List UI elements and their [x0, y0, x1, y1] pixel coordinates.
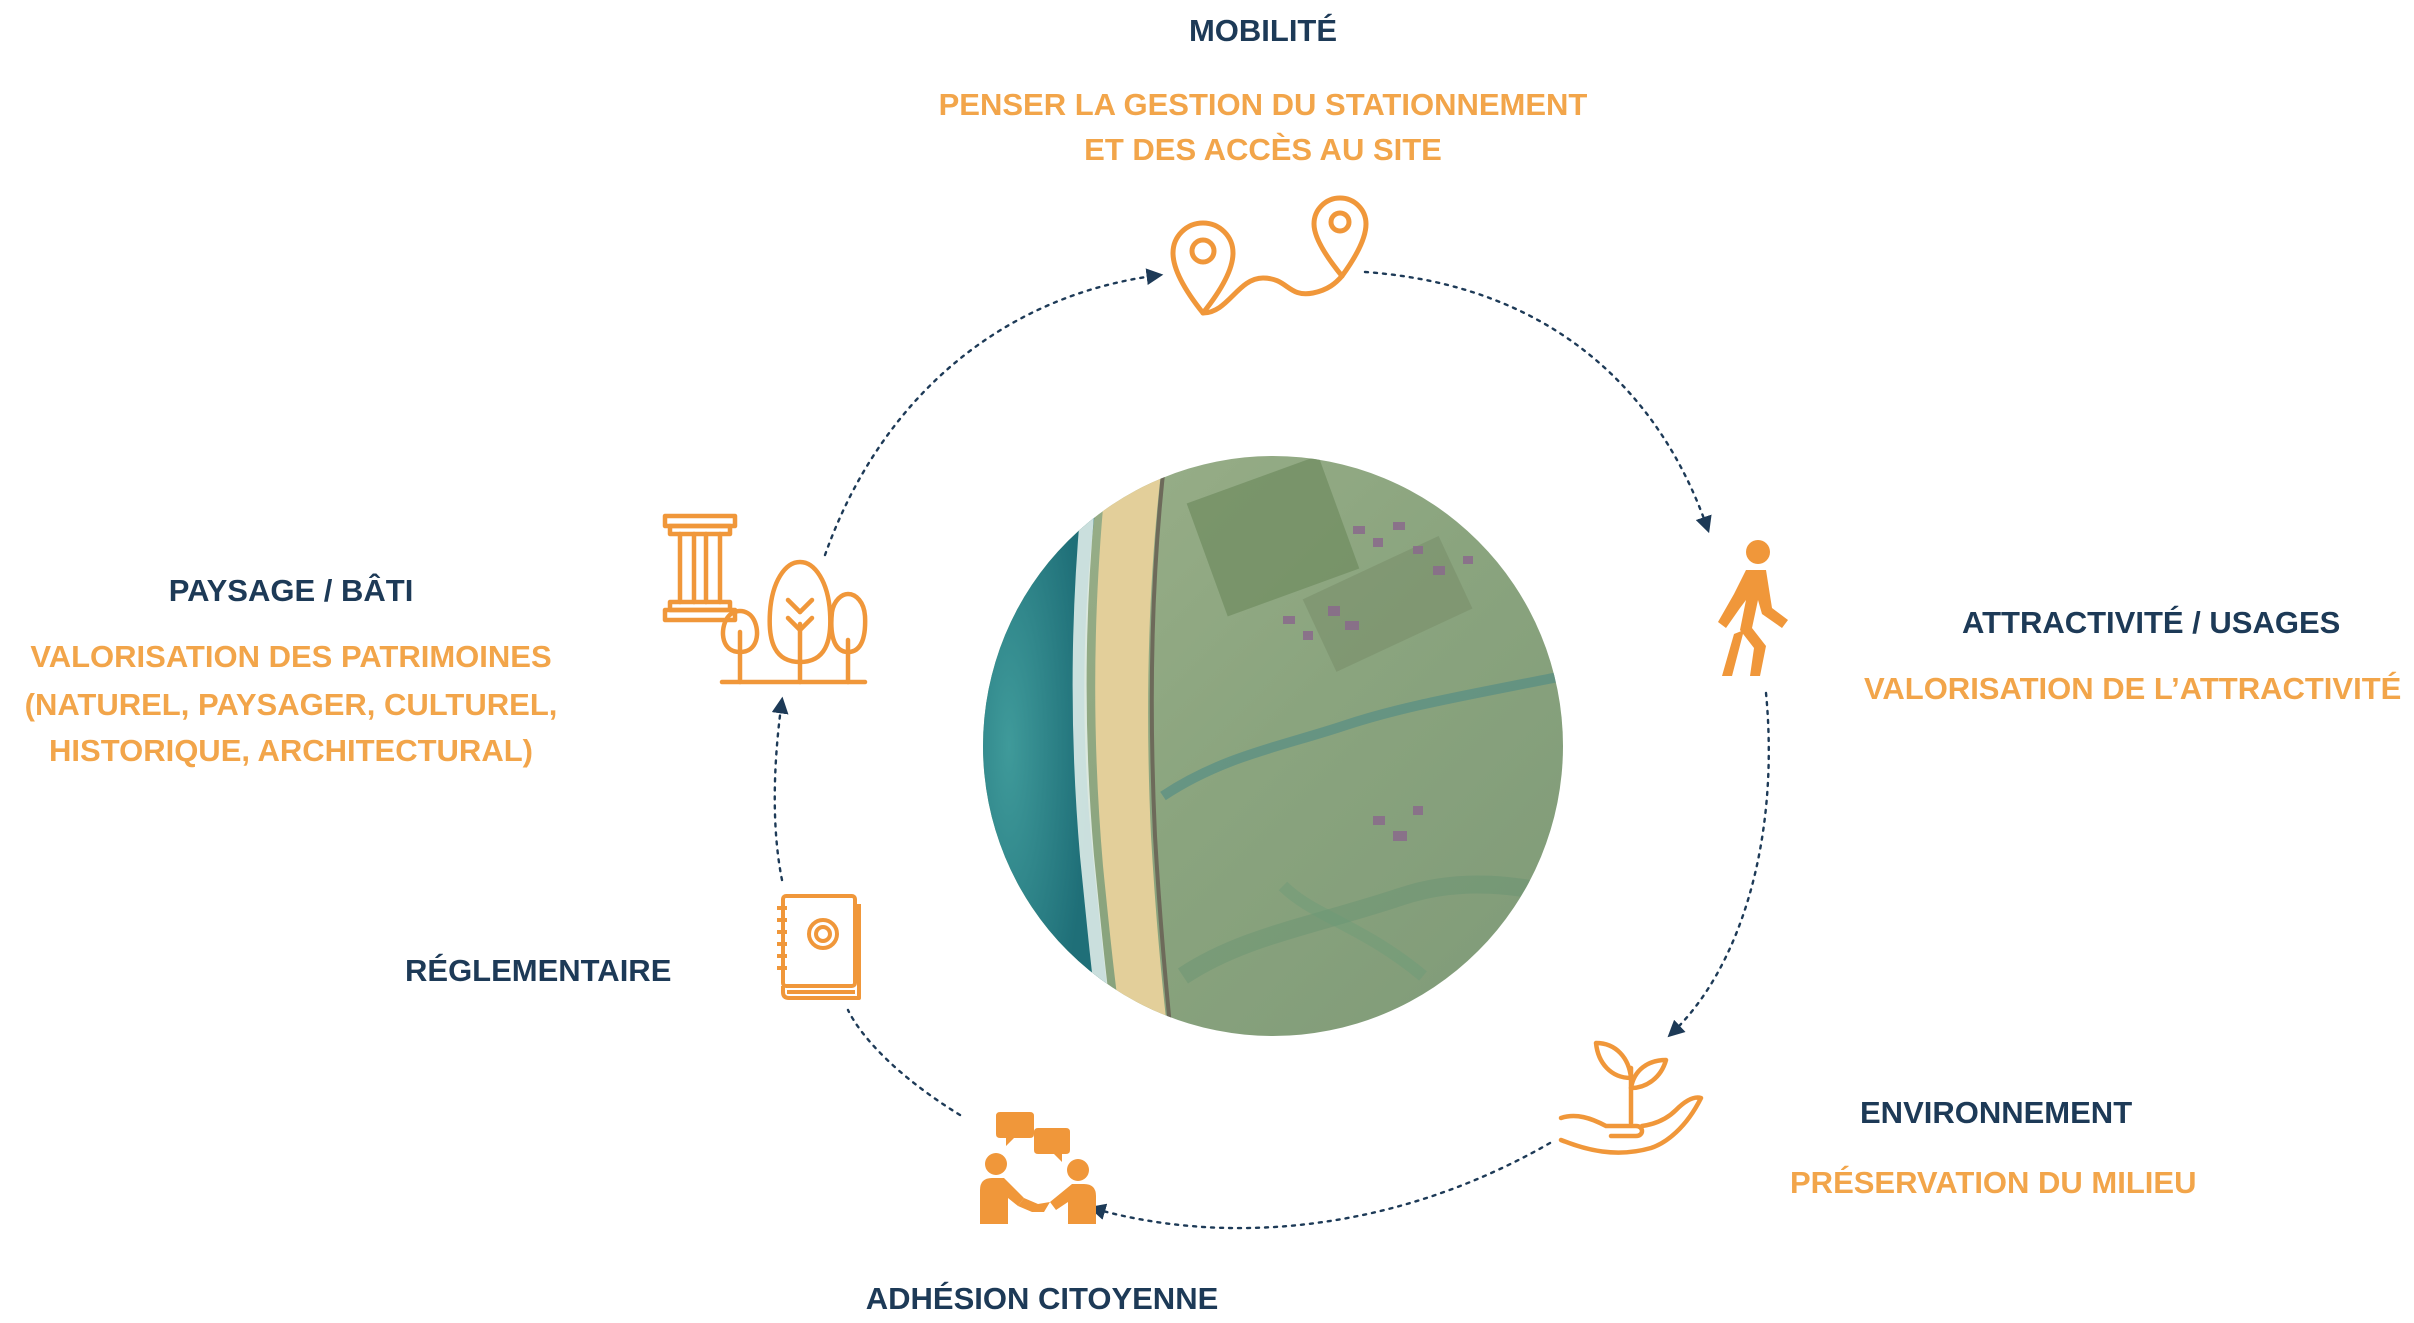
- rulebook-icon: [777, 894, 861, 1000]
- paysage-subtitle-line-3: HISTORIQUE, ARCHITECTURAL): [49, 733, 533, 768]
- arrow-paysage-to-mobilite: [823, 268, 1164, 557]
- arrow-reglementaire-to-paysage: [771, 696, 789, 882]
- arrow-adhesion-to-reglementaire: [846, 1008, 962, 1117]
- environnement-subtitle: PRÉSERVATION DU MILIEU: [1790, 1165, 2197, 1200]
- walking-person-icon: [1718, 540, 1788, 676]
- paysage-title: PAYSAGE / BÂTI: [168, 573, 414, 608]
- paysage-subtitle-line-1: VALORISATION DES PATRIMOINES: [30, 639, 552, 674]
- people-conversation-icon: [980, 1112, 1096, 1224]
- adhesion-title: ADHÉSION CITOYENNE: [865, 1281, 1219, 1316]
- mobilite-subtitle-line-2: ET DES ACCÈS AU SITE: [1084, 132, 1442, 167]
- route-pins-icon: [1170, 195, 1369, 316]
- attractivite-subtitle: VALORISATION DE L’ATTRACTIVITÉ: [1864, 671, 2402, 706]
- plant-in-hand-icon: [1558, 1040, 1704, 1155]
- paysage-subtitle-line-2: (NATUREL, PAYSAGER, CULTUREL,: [24, 687, 558, 722]
- arrow-attractivite-to-environnement: [1667, 691, 1770, 1038]
- mobilite-subtitle-line-1: PENSER LA GESTION DU STATIONNEMENT: [938, 87, 1588, 122]
- mobilite-title: MOBILITÉ: [1188, 13, 1338, 48]
- column-and-trees-icon: [662, 513, 868, 685]
- arrow-environnement-to-adhesion: [1088, 1141, 1552, 1230]
- attractivite-title: ATTRACTIVITÉ / USAGES: [1962, 605, 2341, 640]
- reglementaire-title: RÉGLEMENTAIRE: [405, 953, 672, 988]
- environnement-title: ENVIRONNEMENT: [1860, 1095, 2133, 1130]
- arrow-mobilite-to-attractivite: [1363, 270, 1712, 534]
- aerial-coastline-image: [983, 456, 1563, 1036]
